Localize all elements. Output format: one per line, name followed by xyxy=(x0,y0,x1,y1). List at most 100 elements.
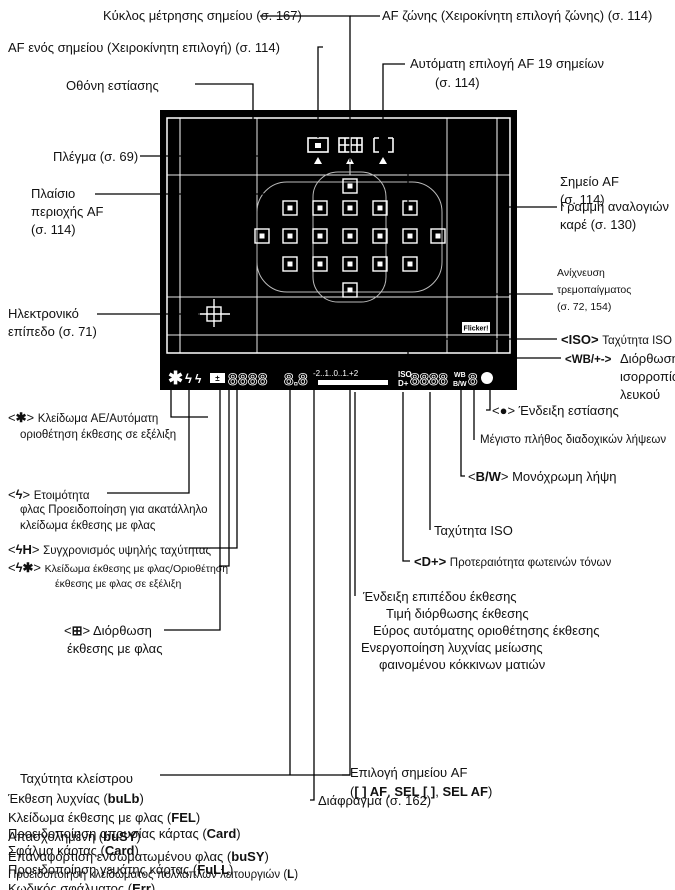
af-point xyxy=(402,200,418,216)
af-mode-b: SEL [ ] xyxy=(394,784,436,799)
info-display: ✱ ϟ ϟ ± 8888 8.8 -2..1..0..1.+2 ISO D+ 8… xyxy=(168,368,493,389)
bottom-list-code: buSY xyxy=(103,829,137,844)
label-aeb: Εύρος αυτόματης οριοθέτησης έκθεσης xyxy=(373,623,600,638)
label-grid: Πλέγμα (σ. 69) xyxy=(53,149,139,164)
bottom-list-item: Προειδοποίηση γεμάτης κάρτας (FuLL) xyxy=(8,861,233,878)
flash-ready-text-1: Ετοιμότητα xyxy=(33,490,90,502)
af-point-center xyxy=(347,183,353,189)
label-af-point-1: Σημείο AF xyxy=(560,174,619,189)
burst-digits: 8 xyxy=(468,370,477,389)
fec-glyph: ⊞ xyxy=(71,623,83,638)
bw-label: B/W xyxy=(453,381,467,388)
d-plus-label: D+ xyxy=(398,379,409,388)
bottom-list-text: Έκθεση λυχνίας ( xyxy=(8,791,108,806)
af-points xyxy=(254,178,446,298)
label-ae-lock-2: οριοθέτηση έκθεσης σε εξέλιξη xyxy=(20,429,177,441)
callout-lines xyxy=(95,15,561,801)
af-mode-close: ) xyxy=(488,784,493,799)
label-flash-ready-3: κλείδωμα έκθεσης με φλας xyxy=(20,520,156,532)
bw-prefix: < xyxy=(468,469,476,484)
label-red-eye-2: φαινομένου κόκκινων ματιών xyxy=(379,657,546,672)
bottom-list-code: FuLL xyxy=(197,862,230,877)
label-wb-2: ισορροπίας xyxy=(620,369,675,384)
af-point xyxy=(254,228,270,244)
ae-lock-close: > xyxy=(26,410,35,425)
af-point-center xyxy=(347,261,353,267)
label-hss: <ϟH> Συγχρονισμός υψηλής ταχύτητας xyxy=(8,541,211,559)
af-point-center xyxy=(347,233,353,239)
viewfinder-inner xyxy=(166,117,511,354)
bottom-list-code: Card xyxy=(206,826,237,841)
fel-open: < xyxy=(8,560,16,575)
af-point xyxy=(372,200,388,216)
af-point xyxy=(282,228,298,244)
bottom-list-end: ) xyxy=(134,843,139,858)
bottom-list-code: buSY xyxy=(231,849,265,864)
wb-icon: WB xyxy=(454,372,466,379)
bottom-list-end: ) xyxy=(264,849,269,864)
ae-lock-text-1: Κλείδωμα AE/Αυτόματη xyxy=(37,413,159,425)
af-point-center xyxy=(347,205,353,211)
bottom-list-item: Προειδοποίηση κλειδώματος πολλαπλών λειτ… xyxy=(8,868,298,883)
label-iso-icon-row: <ISO> Ταχύτητα ISO xyxy=(561,331,672,349)
iso-digits: 8888 xyxy=(410,370,448,389)
label-red-eye-1: Ενεργοποίηση λυχνίας μείωσης xyxy=(361,640,543,655)
af-point-center xyxy=(317,205,323,211)
flicker-icon: Flicker! xyxy=(462,322,490,333)
focus-dot-icon xyxy=(481,372,493,384)
bottom-list-item: Κωδικός σφάλματος (Err) xyxy=(8,880,155,890)
label-level-2: επίπεδο (σ. 71) xyxy=(8,324,97,339)
flash-ready-glyph: ϟ xyxy=(15,487,23,502)
bottom-list-code: buLb xyxy=(107,791,140,806)
af-point-center xyxy=(377,233,383,239)
iso-icon-text: <ISO> xyxy=(561,332,599,347)
label-af-area-1: Πλαίσιο xyxy=(31,186,76,201)
label-fec-1: <⊞> Διόρθωση xyxy=(64,622,152,639)
label-focusing-screen: Οθόνη εστίασης xyxy=(66,78,159,93)
label-flicker-3: (σ. 72, 154) xyxy=(557,301,612,313)
af-point-center xyxy=(377,205,383,211)
focus-close: > xyxy=(507,403,516,418)
bottom-list-end: ) xyxy=(236,826,241,841)
ae-lock-star: ✱ xyxy=(15,410,27,425)
af-point-center xyxy=(377,261,383,267)
label-focus-indicator: <●> Ένδειξη εστίασης xyxy=(492,402,619,419)
af-mode-open: ( xyxy=(350,784,355,799)
label-d-plus-row: <D+> Προτεραιότητα φωτεινών τόνων xyxy=(414,553,611,571)
bottom-list-item: Σφάλμα κάρτας (Card) xyxy=(8,842,139,859)
d-plus-icon-text: <D+> xyxy=(414,554,447,569)
fel-text-1: Κλείδωμα έκθεσης με φλας/Οριοθέτηση xyxy=(44,563,229,575)
af-mode-sep1: , xyxy=(387,784,395,799)
label-af-modes: ([ ] AF, SEL [ ], SEL AF) xyxy=(350,783,492,800)
bottom-list-code: L xyxy=(287,869,295,881)
label-ae-lock-1: <✱> Κλείδωμα AE/Αυτόματη xyxy=(8,409,158,427)
focus-open: < xyxy=(492,403,500,418)
wb-icon-text: <WB/+-> xyxy=(565,354,612,366)
af-point xyxy=(312,228,328,244)
bottom-list-item: Έκθεση λυχνίας (buLb) xyxy=(8,790,144,807)
label-fel-2: έκθεσης με φλας σε εξέλιξη xyxy=(55,578,182,590)
bottom-list-text: Σφάλμα κάρτας ( xyxy=(8,843,105,858)
bottom-list-end: ) xyxy=(294,869,299,881)
svg-text:Flicker!: Flicker! xyxy=(464,326,489,333)
af-point-center xyxy=(317,261,323,267)
af-mode-sep2: , xyxy=(435,784,443,799)
label-max-burst: Μέγιστο πλήθος διαδοχικών λήψεων xyxy=(480,434,667,446)
label-af-area-3: (σ. 114) xyxy=(31,222,76,237)
bw-icon-text: B/W xyxy=(475,469,501,484)
af-point xyxy=(342,256,358,272)
grid-lines xyxy=(167,118,510,353)
af-point xyxy=(402,256,418,272)
label-aspect-1: Γραμμή αναλογιών xyxy=(560,199,669,214)
bottom-list-item: Ταχύτητα κλείστρου xyxy=(20,770,133,787)
af-point xyxy=(342,178,358,194)
label-af-area-2: περιοχής AF xyxy=(31,204,104,219)
af-point-center xyxy=(287,261,293,267)
hss-close: > xyxy=(31,542,40,557)
af-point-center xyxy=(317,233,323,239)
star-icon: ✱ xyxy=(168,368,183,388)
label-zone-af: AF ζώνης (Χειροκίνητη επιλογή ζώνης) (σ.… xyxy=(382,8,653,23)
af-point xyxy=(430,228,446,244)
